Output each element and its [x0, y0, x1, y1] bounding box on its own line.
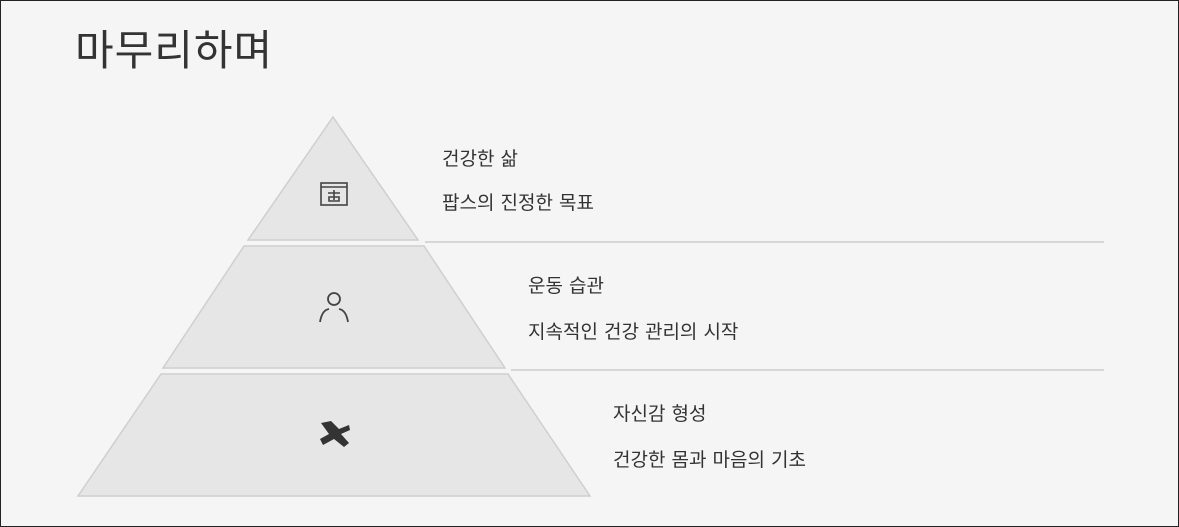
pyramid-tier-middle — [161, 245, 1104, 371]
tier-top-description: 팝스의 진정한 목표 — [442, 192, 594, 214]
slide-title: 마무리하며 — [75, 26, 274, 75]
tier-bottom-description: 건강한 몸과 마음의 기초 — [613, 449, 806, 471]
pyramid-tier-bottom — [76, 373, 592, 497]
tier-bottom-heading: 자신감 형성 — [613, 403, 707, 425]
goal-flag-icon — [320, 182, 348, 206]
tier-top-heading: 건강한 삶 — [442, 148, 518, 170]
handshake-icon — [320, 421, 350, 447]
tier-middle-heading: 운동 습관 — [528, 275, 604, 297]
pyramid-tier-top — [246, 115, 1104, 243]
person-icon — [319, 292, 349, 323]
tier-middle-description: 지속적인 건강 관리의 시작 — [528, 321, 739, 343]
